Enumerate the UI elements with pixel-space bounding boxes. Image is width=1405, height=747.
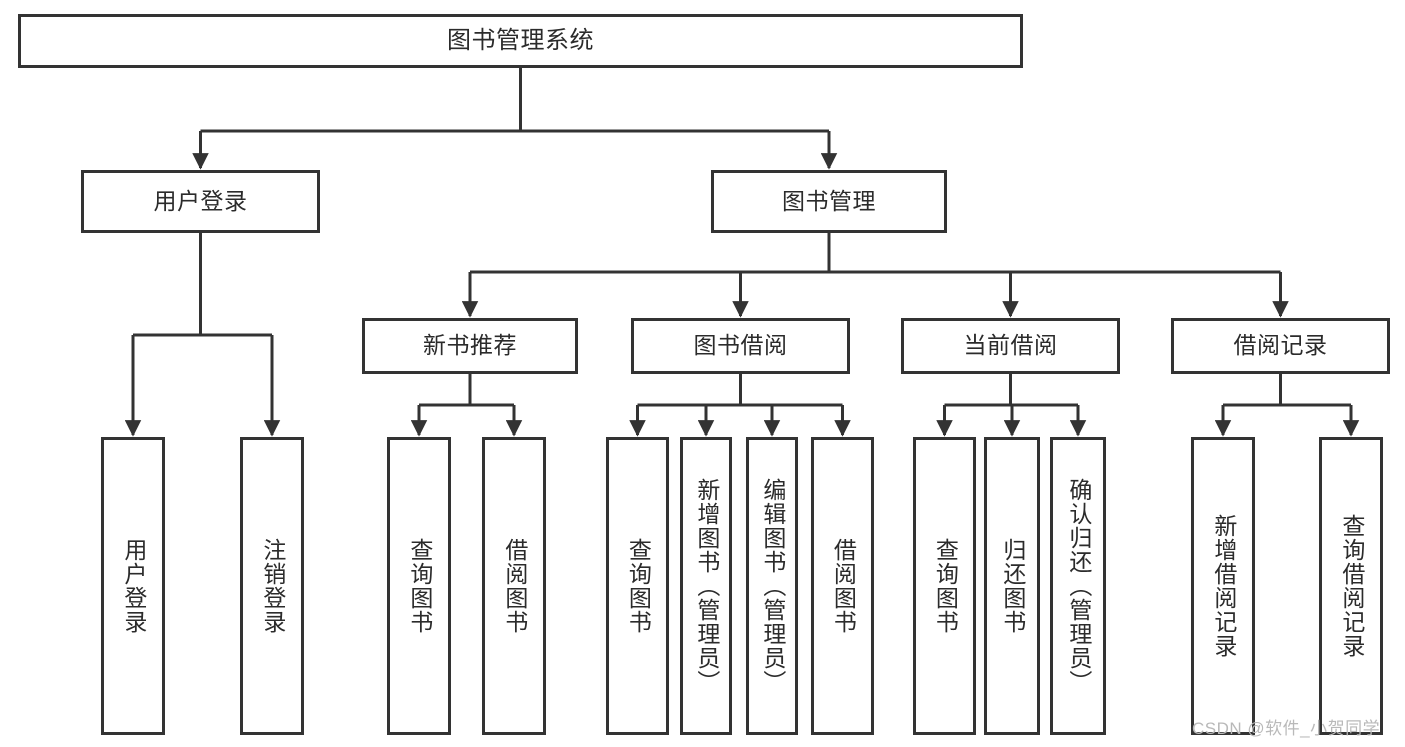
node-label: 图书借阅 — [693, 332, 788, 359]
node-root-system[interactable]: 图书管理系统 — [18, 14, 1023, 68]
leaf-confirm-return-admin[interactable]: 确认归还（管理员） — [1050, 437, 1106, 735]
node-label: 当前借阅 — [963, 332, 1058, 359]
node-label: 新书推荐 — [423, 332, 517, 359]
node-label: 图书管理 — [782, 187, 876, 214]
node-current-borrow[interactable]: 当前借阅 — [901, 318, 1120, 374]
leaf-add-borrow-record[interactable]: 新增借阅记录 — [1191, 437, 1255, 735]
node-label: 新增借阅记录 — [1210, 514, 1237, 658]
node-label: 借阅图书 — [830, 538, 857, 634]
node-label: 用户登录 — [153, 187, 248, 214]
node-new-book-recommend[interactable]: 新书推荐 — [362, 318, 578, 374]
node-user-login[interactable]: 用户登录 — [81, 170, 320, 233]
node-label: 图书管理系统 — [447, 26, 594, 54]
leaf-edit-book-admin[interactable]: 编辑图书（管理员） — [746, 437, 798, 735]
node-borrow-records[interactable]: 借阅记录 — [1171, 318, 1390, 374]
leaf-query-books-recommend[interactable]: 查询图书 — [387, 437, 451, 735]
node-label: 编辑图书（管理员） — [759, 478, 786, 694]
node-label: 查询图书 — [625, 538, 652, 634]
leaf-borrow-books-recommend[interactable]: 借阅图书 — [482, 437, 546, 735]
node-label: 查询图书 — [932, 538, 959, 634]
leaf-query-borrow-record[interactable]: 查询借阅记录 — [1319, 437, 1383, 735]
node-label: 查询借阅记录 — [1338, 514, 1365, 658]
node-label: 确认归还（管理员） — [1065, 478, 1092, 694]
leaf-borrow-book[interactable]: 借阅图书 — [811, 437, 874, 735]
leaf-user-login[interactable]: 用户登录 — [101, 437, 165, 735]
leaf-add-book-admin[interactable]: 新增图书（管理员） — [680, 437, 732, 735]
leaf-query-books-current[interactable]: 查询图书 — [913, 437, 976, 735]
leaf-query-books-borrow[interactable]: 查询图书 — [606, 437, 669, 735]
node-label: 归还图书 — [999, 538, 1026, 634]
node-label: 注销登录 — [259, 538, 286, 634]
node-label: 借阅图书 — [501, 538, 528, 634]
node-label: 用户登录 — [120, 538, 147, 634]
node-label: 借阅记录 — [1233, 332, 1328, 359]
node-book-management[interactable]: 图书管理 — [711, 170, 947, 233]
edge-group — [124, 68, 1360, 437]
leaf-logout[interactable]: 注销登录 — [240, 437, 304, 735]
csdn-watermark: CSDN @软件_小贺同学 — [1192, 719, 1381, 738]
leaf-return-book[interactable]: 归还图书 — [984, 437, 1040, 735]
node-label: 新增图书（管理员） — [693, 478, 720, 694]
node-label: 查询图书 — [406, 538, 433, 634]
node-book-borrow[interactable]: 图书借阅 — [631, 318, 850, 374]
